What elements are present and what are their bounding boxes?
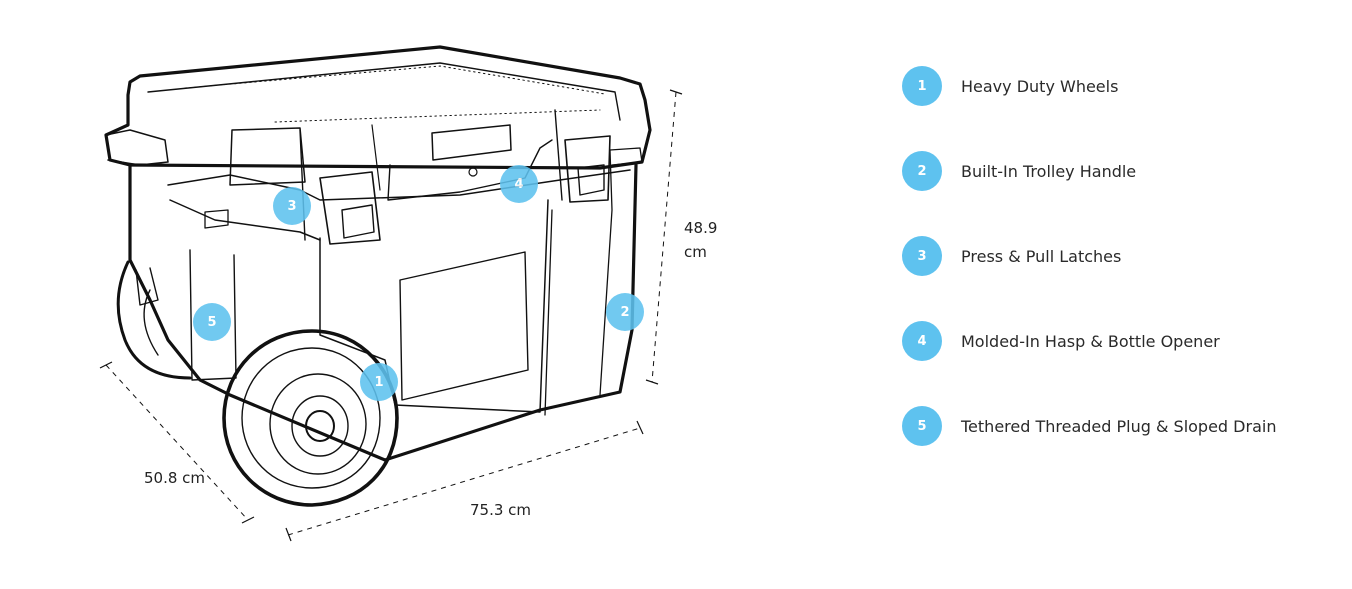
legend-badge: 5 (902, 406, 942, 446)
legend-label: Press & Pull Latches (961, 246, 1122, 266)
legend-badge: 4 (902, 321, 942, 361)
cooler-lid (104, 45, 652, 170)
legend-item-trolley-handle: 2 Built-In Trolley Handle (902, 151, 1332, 191)
legend-item-latches: 3 Press & Pull Latches (902, 236, 1332, 276)
width-dimension-line (287, 427, 641, 536)
legend-item-hasp: 4 Molded-In Hasp & Bottle Opener (902, 321, 1332, 361)
legend-badge: 2 (902, 151, 942, 191)
legend-label: Tethered Threaded Plug & Sloped Drain (961, 416, 1277, 436)
height-value: 48.9 (684, 219, 718, 237)
latch-right (564, 135, 611, 203)
depth-dimension-label: 50.8 cm (144, 469, 206, 487)
legend-badge: 3 (902, 236, 942, 276)
marker-latches[interactable]: 3 (273, 187, 311, 225)
marker-drain-plug[interactable]: 5 (193, 303, 231, 341)
legend-label: Molded-In Hasp & Bottle Opener (961, 331, 1220, 351)
legend-badge: 1 (902, 66, 942, 106)
marker-hasp[interactable]: 4 (500, 165, 538, 203)
feature-legend: 1 Heavy Duty Wheels 2 Built-In Trolley H… (902, 66, 1332, 491)
marker-wheels[interactable]: 1 (360, 363, 398, 401)
width-dimension-label: 75.3 cm (470, 501, 532, 519)
legend-label: Built-In Trolley Handle (961, 161, 1137, 181)
cooler-body (128, 163, 638, 462)
legend-item-wheels: 1 Heavy Duty Wheels (902, 66, 1332, 106)
legend-item-drain-plug: 5 Tethered Threaded Plug & Sloped Drain (902, 406, 1332, 446)
marker-trolley-handle[interactable]: 2 (606, 293, 644, 331)
height-dimension-line (651, 91, 677, 383)
height-dimension-label: 48.9 cm (684, 216, 734, 264)
height-unit: cm (684, 243, 707, 261)
wheel (222, 329, 399, 507)
latch-left (319, 171, 381, 245)
legend-label: Heavy Duty Wheels (961, 76, 1119, 96)
